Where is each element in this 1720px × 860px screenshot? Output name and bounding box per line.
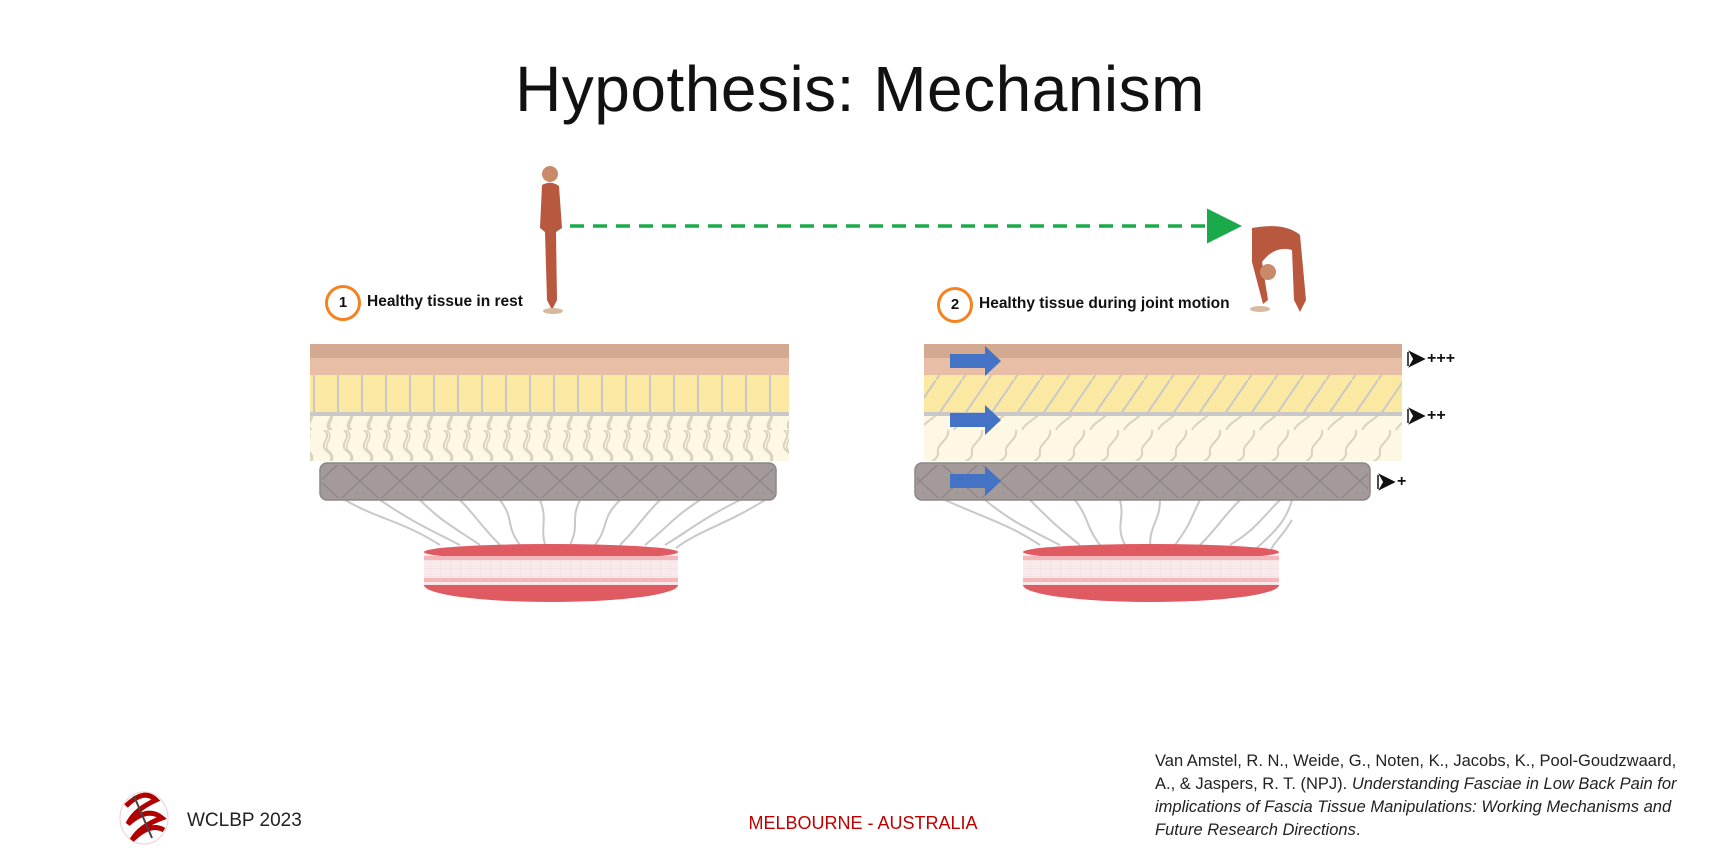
bending-figure-icon: [1250, 226, 1306, 312]
sliding-indicator-superficial-fascia: ++: [1427, 407, 1446, 424]
slide-arrow-icon: [1407, 350, 1426, 368]
citation-end: .: [1355, 821, 1361, 839]
citation-authors: Van Amstel, R. N., Weide, G., Noten, K.,…: [1155, 752, 1677, 793]
slide-title: Hypothesis: Mechanism: [515, 53, 1205, 125]
deep-fibers: [344, 499, 766, 549]
slide-arrow-icon: [1407, 407, 1426, 425]
sliding-indicator-deep-fascia: +: [1397, 473, 1407, 490]
muscle: [1023, 544, 1279, 602]
blue-arrow-icon: [950, 466, 1001, 496]
blue-arrow-icon: [950, 346, 1001, 376]
panel-2-number-badge: 2: [937, 287, 973, 323]
conference-location: MELBOURNE - AUSTRALIA: [748, 813, 978, 833]
panel-1-number-badge: 1: [325, 285, 361, 321]
panel-1-diagram: [310, 344, 789, 602]
citation-title: Understanding Fasciae in Low Back Pain f…: [1155, 775, 1677, 839]
panel-1-label: Healthy tissue in rest: [367, 293, 523, 310]
deep-fibers: [944, 499, 1293, 556]
panel-2-label: Healthy tissue during joint motion: [979, 295, 1230, 312]
wclbp-logo: [119, 791, 169, 845]
slide-arrow-icon: [1377, 473, 1396, 491]
sliding-indicator-skin: +++: [1427, 350, 1456, 367]
muscle: [424, 544, 678, 602]
blue-arrow-icon: [950, 405, 1001, 435]
conference-name: WCLBP 2023: [187, 810, 302, 831]
standing-figure-icon: [540, 166, 563, 314]
panel-2-diagram: [914, 344, 1426, 602]
citation: Van Amstel, R. N., Weide, G., Noten, K.,…: [1155, 750, 1695, 842]
